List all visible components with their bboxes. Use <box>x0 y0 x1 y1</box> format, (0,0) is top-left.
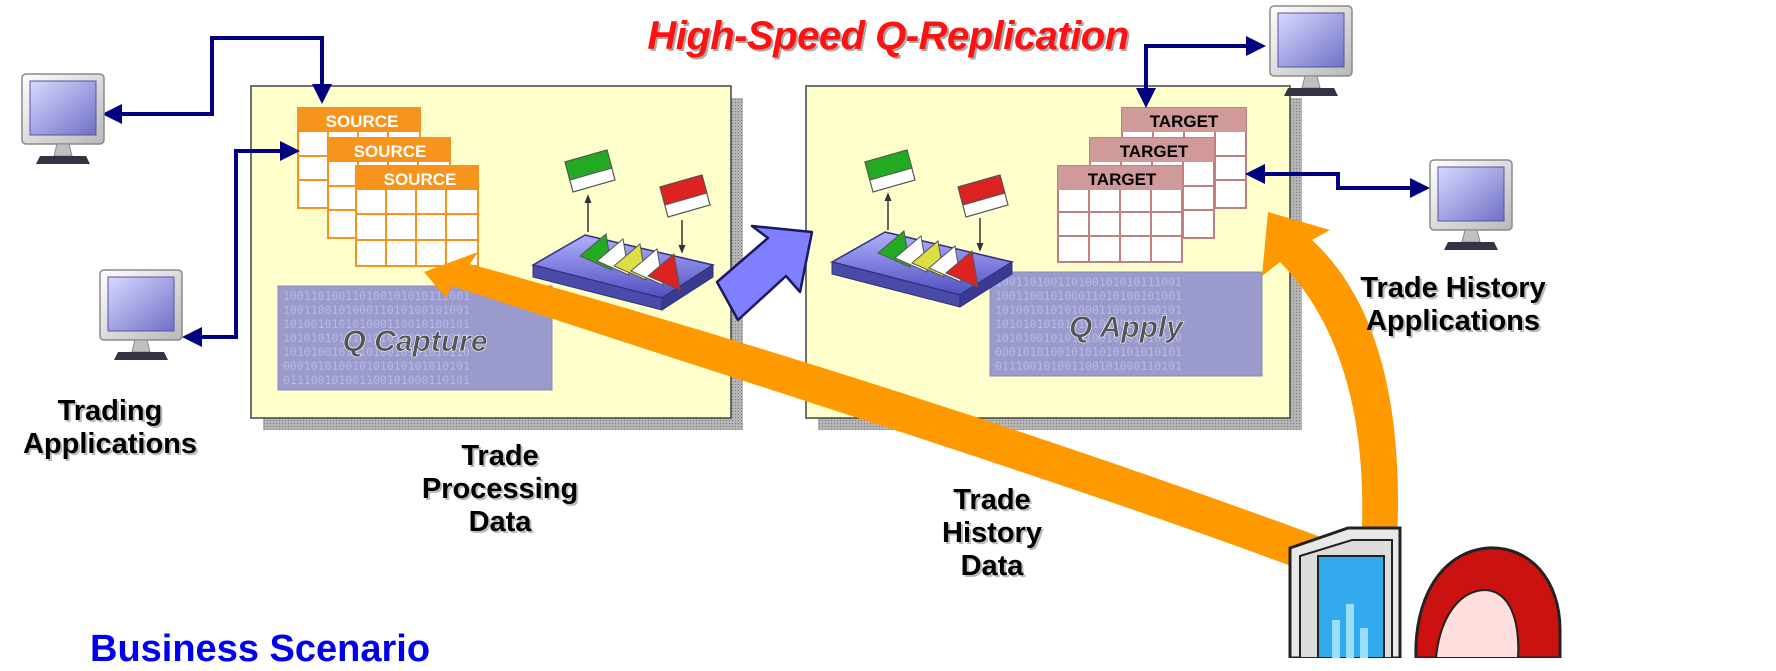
trading-terminal-1-icon <box>21 73 105 165</box>
trading-applications-label: Trading Applications <box>10 395 210 461</box>
binary-row: 100110010100011010100101001 <box>995 289 1182 303</box>
trade-history-applications-line-1: Trade History <box>1360 272 1546 304</box>
q-capture-label: Q Capture <box>342 325 487 358</box>
q-apply-box: 1001101001101001010101110011001100101000… <box>989 271 1263 377</box>
binary-row: 000101010010101010101010101 <box>995 345 1182 359</box>
binary-row: 101010010101010010101010110 <box>995 331 1182 345</box>
trade-processing-data-line-2: Processing <box>421 473 579 505</box>
connectors <box>102 36 1430 347</box>
source-table-1-label: SOURCE <box>326 112 399 131</box>
target-table-1-label: TARGET <box>1150 112 1219 131</box>
trade-history-data-line-1: Trade <box>953 484 1031 516</box>
trade-history-flow-arrow <box>424 252 1345 580</box>
target-table-2-label: TARGET <box>1120 142 1189 161</box>
trade-processing-data-line-3: Data <box>468 506 532 538</box>
target-table-3: TARGET <box>1057 165 1183 263</box>
binary-row: 100110100110100101010111001 <box>283 289 470 303</box>
binary-row: 100110100110100101010111001 <box>995 275 1182 289</box>
source-table-2-label: SOURCE <box>354 142 427 161</box>
trade-history-data-label: Trade History Data <box>912 484 1072 583</box>
page-title: High-Speed Q-Replication <box>647 14 1129 58</box>
trading-terminal-2-icon <box>99 269 183 361</box>
binary-row: 101010101010101010010101010 <box>283 331 470 345</box>
analyst-icon <box>1288 526 1562 658</box>
source-tables: SOURCE SOURCE SOURCE <box>297 107 479 267</box>
trade-history-applications-line-2: Applications <box>1365 305 1540 337</box>
source-table-3-label: SOURCE <box>384 170 457 189</box>
capture-queue-icon <box>531 149 715 311</box>
apply-queue-icon <box>830 149 1014 308</box>
business-scenario-heading: Business Scenario <box>90 628 431 670</box>
trading-applications-line-2: Applications <box>22 428 197 460</box>
q-capture-box: 1001101001101001010101110011001100101000… <box>277 285 553 391</box>
trade-processing-data-line-1: Trade <box>461 440 539 472</box>
binary-row: 000101010010101010101010101 <box>283 359 470 373</box>
target-tables: TARGET TARGET TARGET <box>1057 107 1247 263</box>
q-apply-label: Q Apply <box>1069 311 1184 344</box>
trading-applications-line-1: Trading <box>57 395 163 427</box>
binary-row: 101001010101000110010100101 <box>283 317 470 331</box>
binary-row: 011100101001100101000110101 <box>283 373 470 387</box>
binary-row: 100110010100011010100101001 <box>283 303 470 317</box>
binary-row: 101010101010101010010101010 <box>995 317 1182 331</box>
trade-history-data-line-3: Data <box>960 550 1024 582</box>
binary-row: 101010010101010010101010110 <box>283 345 470 359</box>
binary-row: 101001010101000110010100101 <box>995 303 1182 317</box>
target-table-3-label: TARGET <box>1088 170 1157 189</box>
trade-processing-data-label: Trade Processing Data <box>400 440 600 539</box>
replication-arrow <box>715 224 814 322</box>
history-terminal-2-icon <box>1429 159 1513 251</box>
trade-history-applications-label: Trade History Applications <box>1338 272 1568 338</box>
history-apps-flow-arrow <box>1262 212 1398 560</box>
source-table-3: SOURCE <box>355 165 479 267</box>
trade-history-data-line-2: History <box>942 517 1042 549</box>
binary-row: 011100101001100101000110101 <box>995 359 1182 373</box>
